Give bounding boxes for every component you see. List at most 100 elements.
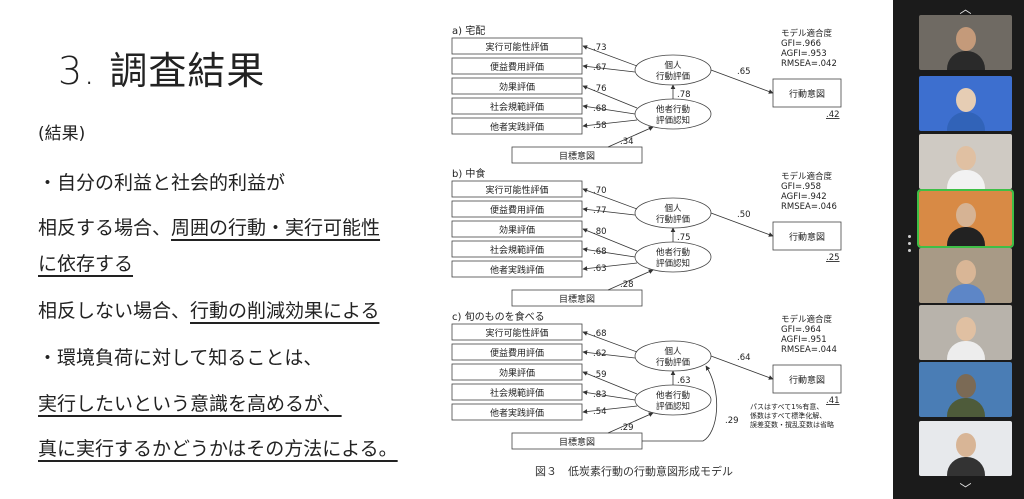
participant-head <box>956 203 976 227</box>
panel-1-coef-goal-other: .28 <box>620 280 634 290</box>
panel-1-box-2 <box>451 220 583 238</box>
panel-0-path-2 <box>582 85 638 109</box>
participant-video-1[interactable] <box>919 15 1012 70</box>
panel-1-goal-label: 目標意図 <box>559 293 595 305</box>
panel-0-coef-goal-other: .34 <box>620 137 634 147</box>
panel-0-title: a) 宅配 <box>452 24 485 37</box>
no-conflict-emphasis: 行動の削減効果による <box>190 300 380 322</box>
panel-1-fit-0: GFI=.958 <box>781 182 821 192</box>
participant-video-3[interactable] <box>919 134 1012 189</box>
panel-2-r2: .41 <box>826 396 840 406</box>
result-heading: (結果) <box>38 124 86 144</box>
panel-2-path-personal-intent <box>710 355 774 380</box>
panel-1-coef-3: .68 <box>593 247 607 257</box>
panel-0-path-1 <box>582 64 636 73</box>
panel-1-box-3 <box>451 240 583 258</box>
panel-2-personal-label-1: 個人 <box>664 346 682 357</box>
panel-0-box-3 <box>451 97 583 115</box>
panel-2-path-0 <box>582 331 638 353</box>
panel-0-box-label-0: 実行可能性評価 <box>485 41 548 53</box>
panel-2-fit-0: GFI=.964 <box>781 325 821 335</box>
participant-body <box>947 227 985 246</box>
bullet-2: ・環境負荷に対して知ることは、 <box>38 347 323 369</box>
panel-2-note-1: 係数はすべて標準化解、 <box>750 411 826 420</box>
panel-0-path-4 <box>582 119 638 128</box>
panel-1-path-3 <box>582 247 636 258</box>
bullet-1: ・自分の利益と社会的利益が <box>38 172 286 194</box>
panel-0-personal-label-1: 個人 <box>664 60 682 71</box>
panel-0-fit-title: モデル適合度 <box>781 28 833 39</box>
panel-1-box-label-2: 効果評価 <box>499 224 535 236</box>
participant-body <box>947 112 985 131</box>
conflict-continued: に依存する <box>38 253 134 275</box>
panel-2-coef-goal-personal: .29 <box>725 416 739 426</box>
panel-2-title: c) 旬のものを食べる <box>452 310 545 323</box>
panel-2-coef-goal-other: .29 <box>620 423 634 433</box>
panel-0-box-4 <box>451 117 583 135</box>
panel-1-box-1 <box>451 200 583 218</box>
panel-1-coef-personal-intent: .50 <box>737 210 751 220</box>
conclusion-line: 真に実行するかどうかはその方法による。 <box>38 438 398 460</box>
panel-2-coef-2: .59 <box>593 370 607 380</box>
panel-2-path-1 <box>582 350 636 359</box>
panel-1-other-label-1: 他者行動 <box>656 247 690 258</box>
panel-2-coef-0: .68 <box>593 329 607 339</box>
panel-1-r2: .25 <box>826 253 840 263</box>
panel-0-intent-box <box>772 78 842 108</box>
panel-2-box-3 <box>451 383 583 401</box>
panel-2-box-4 <box>451 403 583 421</box>
panel-0-box-label-3: 社会規範評価 <box>490 101 544 113</box>
panel-0-coef-other-personal: .78 <box>677 90 691 100</box>
no-conflict-line: 相反しない場合、行動の削減効果による <box>38 296 379 323</box>
panel-1-path-2 <box>582 228 638 252</box>
panel-2-box-label-3: 社会規範評価 <box>490 387 544 399</box>
panel-1-path-4 <box>582 262 638 271</box>
panel-0-box-label-2: 効果評価 <box>499 81 535 93</box>
participant-video-2[interactable] <box>919 76 1012 131</box>
panel-0-coef-3: .68 <box>593 104 607 114</box>
participant-body <box>947 398 985 417</box>
conflict-prefix: 相反する場合、 <box>38 217 172 239</box>
panel-2-box-1 <box>451 343 583 361</box>
panel-2-fit-2: RMSEA=.044 <box>781 345 837 355</box>
participant-head <box>956 146 976 170</box>
panel-resize-handle[interactable] <box>908 235 911 255</box>
panel-0-path-goal-other <box>607 126 654 148</box>
panel-2-path-goal-personal <box>642 365 718 442</box>
participant-video-8[interactable] <box>919 421 1012 476</box>
panel-1-coef-2: .80 <box>593 227 607 237</box>
participant-body <box>947 284 985 303</box>
panel-2-box-label-0: 実行可能性評価 <box>485 327 548 339</box>
scroll-up-button[interactable]: ︿ <box>959 2 972 16</box>
panel-1-intent-label: 行動意図 <box>789 231 825 243</box>
panel-0-coef-1: .67 <box>593 63 607 73</box>
panel-1-path-goal-other <box>607 269 654 291</box>
scroll-down-button[interactable]: ﹀ <box>959 482 972 496</box>
panel-2-coef-3: .83 <box>593 390 607 400</box>
participant-video-6[interactable] <box>919 305 1012 360</box>
panel-2-path-2 <box>582 371 638 395</box>
participant-head <box>956 317 976 341</box>
panel-1-intent-box <box>772 221 842 251</box>
panel-0-other-label-2: 評価認知 <box>656 115 690 126</box>
panel-2-coef-personal-intent: .64 <box>737 353 751 363</box>
panel-2-personal-label-2: 行動評価 <box>656 357 691 368</box>
panel-0-fit-2: RMSEA=.042 <box>781 59 837 69</box>
panel-0-box-label-4: 他者実践評価 <box>490 121 544 133</box>
panel-0-goal-label: 目標意図 <box>559 150 595 162</box>
panel-2-path-goal-other <box>607 412 654 434</box>
participant-video-5[interactable] <box>919 248 1012 303</box>
participant-head <box>956 374 976 398</box>
panel-1-other-label-2: 評価認知 <box>656 258 690 269</box>
conflict-emphasis: 周囲の行動・実行可能性 <box>171 217 381 239</box>
panel-0-box-label-1: 便益費用評価 <box>490 61 544 73</box>
panel-2-fit-title: モデル適合度 <box>781 314 833 325</box>
figure-caption: 図３ 低炭素行動の行動意図形成モデル <box>535 465 733 478</box>
panel-1-coef-0: .70 <box>593 186 607 196</box>
presentation-slide: 3. 調査結果 (結果) ・自分の利益と社会的利益が 相反する場合、周囲の行動・… <box>0 0 893 499</box>
participant-video-7[interactable] <box>919 362 1012 417</box>
panel-1-coef-1: .77 <box>593 206 607 216</box>
panel-1-box-0 <box>451 180 583 198</box>
panel-0-intent-label: 行動意図 <box>789 88 825 100</box>
participant-video-4[interactable] <box>917 189 1014 248</box>
